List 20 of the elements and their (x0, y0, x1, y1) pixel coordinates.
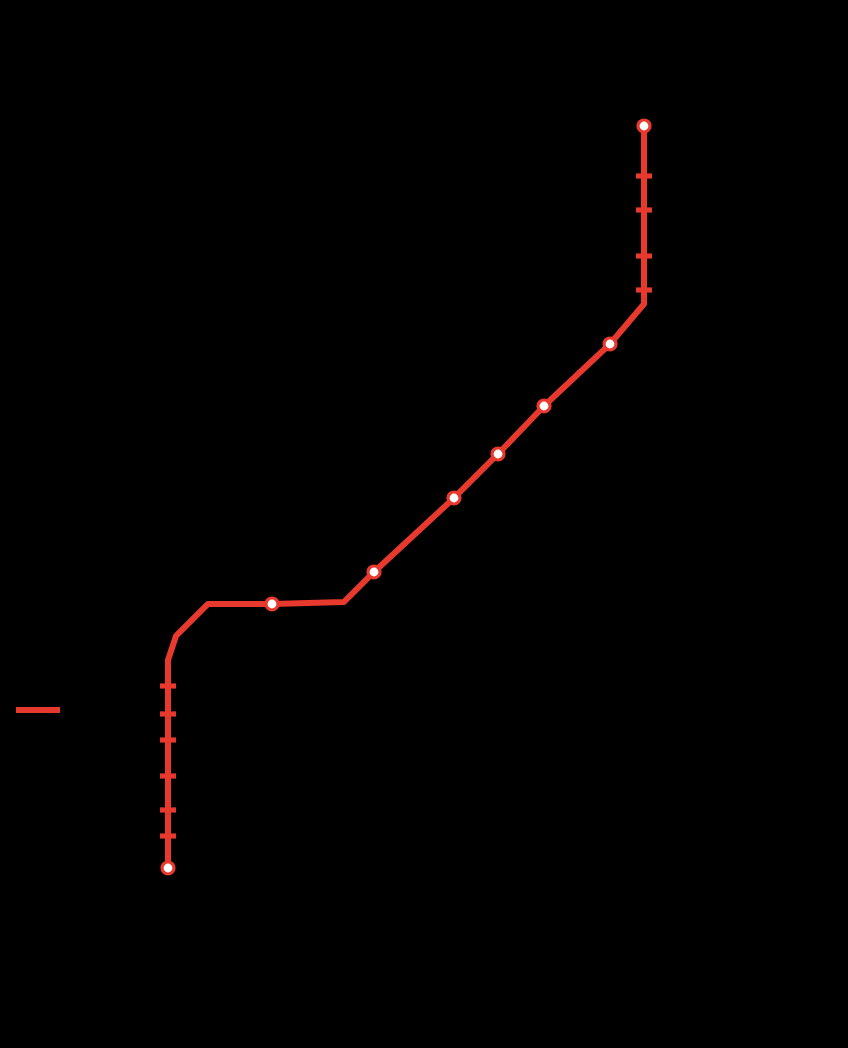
line-segment (451, 451, 501, 501)
line-segment (165, 740, 171, 776)
line-segment (641, 256, 647, 290)
station-tick (636, 207, 652, 213)
station-tick (160, 807, 176, 813)
station-tick (160, 833, 176, 839)
line-segment (641, 210, 647, 256)
station-tick (160, 737, 176, 743)
station-tick (160, 683, 176, 689)
line-segment (607, 290, 647, 346)
line-segment (165, 776, 171, 810)
station-tick (636, 173, 652, 179)
line-segment (165, 686, 171, 714)
station-tick (160, 773, 176, 779)
line-segment (165, 810, 171, 836)
line-segment (641, 176, 647, 210)
station-tick (636, 253, 652, 259)
station-tick (160, 711, 176, 717)
line-segment (165, 714, 171, 740)
station-tick (636, 287, 652, 293)
